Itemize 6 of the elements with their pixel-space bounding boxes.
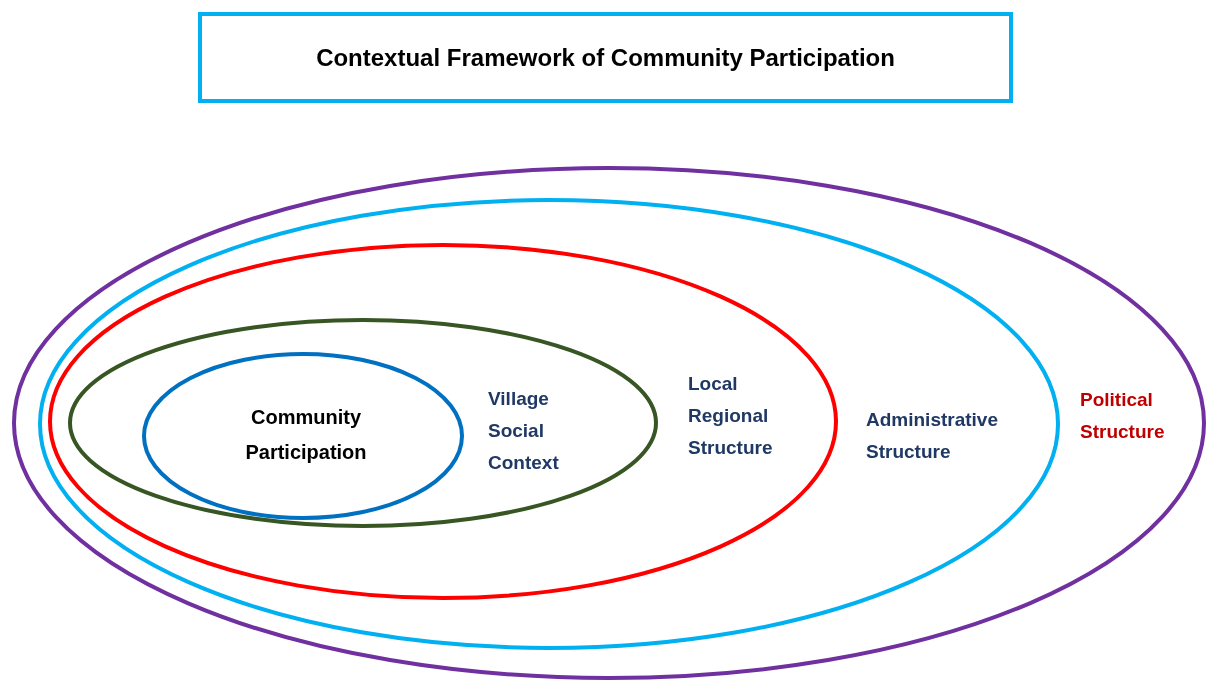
title-box: Contextual Framework of Community Participation: [198, 12, 1013, 103]
ring-label: Village Social Context: [488, 387, 560, 475]
ring-label: Political Structure: [1080, 388, 1166, 444]
ring-label: Local Regional Structure: [688, 372, 774, 460]
ring-label: Community Participation: [244, 405, 368, 465]
ring-label: Administrative Structure: [866, 408, 999, 464]
